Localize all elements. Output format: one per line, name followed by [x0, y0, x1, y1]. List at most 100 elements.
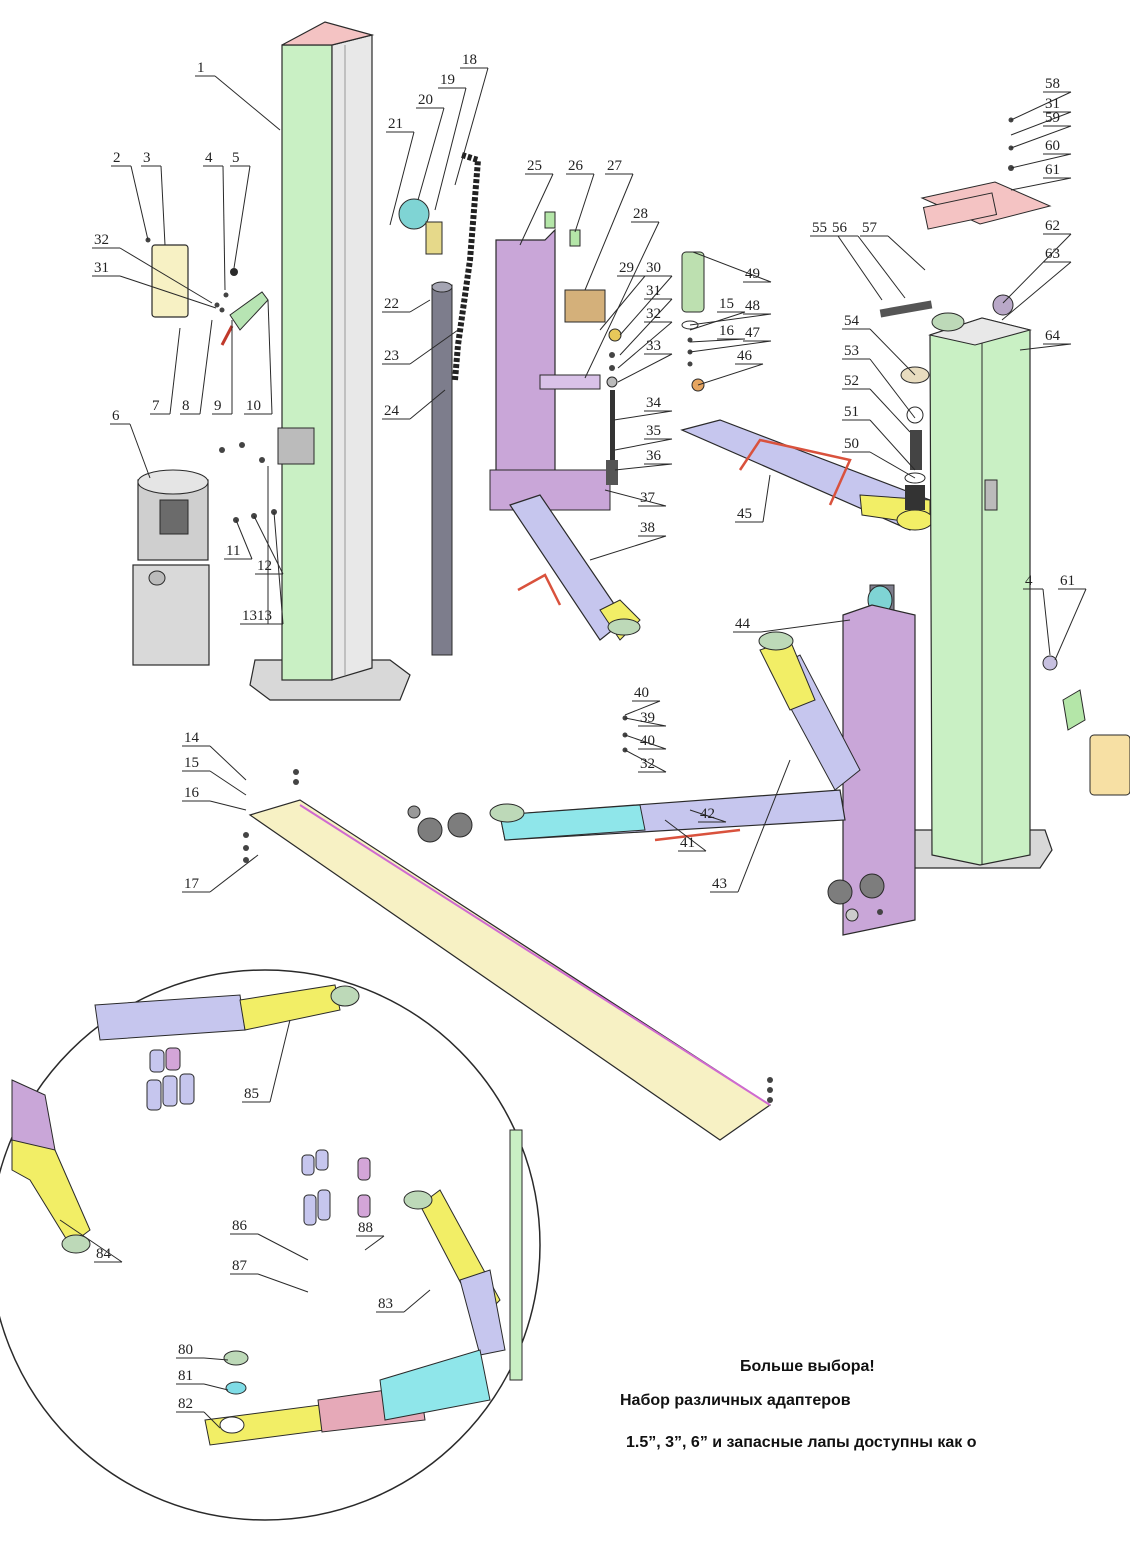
- callout-number: 37: [640, 490, 656, 506]
- adapter-set-text: Набор различных адаптеров: [620, 1392, 851, 1409]
- callout-leader-line: [409, 329, 459, 365]
- callout-number: 29: [619, 260, 634, 276]
- callout-55: 55: [810, 220, 883, 301]
- callout-repeat-32: 32: [624, 749, 667, 773]
- callout-leader-line: [417, 107, 445, 201]
- callout-7: 7: [150, 327, 181, 415]
- arm-42: [758, 631, 861, 791]
- adapter-sizes-text: 1.5”, 3”, 6” и запасные лапы доступны ка…: [626, 1434, 977, 1451]
- callout-50: 50: [842, 436, 916, 479]
- inset-callout-84: 84: [59, 1219, 123, 1263]
- front-arm-38: [509, 494, 641, 641]
- callout-repeat-15: 15: [689, 296, 746, 331]
- callout-leader-line: [737, 759, 791, 893]
- callout-17: 17: [182, 854, 259, 893]
- callout-repeat-61: 61: [1054, 573, 1087, 661]
- callout-repeat-31: 31: [1010, 96, 1072, 136]
- callout-34: 34: [613, 395, 673, 421]
- callout-11: 11: [224, 519, 253, 560]
- arm-41: [489, 789, 846, 842]
- callout-number: 43: [712, 876, 727, 892]
- callout-leader-line: [519, 173, 554, 246]
- callout-leader-line: [1042, 588, 1051, 656]
- callout-leader-line: [604, 489, 667, 507]
- callout-number: 19: [440, 72, 455, 88]
- inset-callout-86: 86: [230, 1218, 309, 1261]
- callout-number: 27: [607, 158, 623, 174]
- callout-22: 22: [382, 296, 431, 313]
- callout-repeat-40: 40: [624, 685, 661, 716]
- callout-60: 60: [1010, 138, 1072, 169]
- callout-21: 21: [386, 116, 415, 226]
- callout-number: 16: [719, 323, 735, 339]
- callout-number: 83: [378, 1296, 393, 1312]
- callout-27: 27: [584, 158, 634, 291]
- callout-number: 51: [844, 404, 859, 420]
- adapter-inset: [0, 969, 541, 1521]
- callout-repeat-16: 16: [689, 323, 746, 343]
- callout-leader-line: [1010, 153, 1072, 169]
- callout-number: 1: [197, 60, 205, 76]
- callout-leader-line: [664, 819, 707, 852]
- callout-38: 38: [589, 520, 667, 561]
- callout-14: 14: [182, 730, 247, 781]
- callout-repeat-31: 31: [92, 260, 217, 309]
- callout-leader-line: [169, 327, 181, 415]
- callout-leader-line: [614, 438, 673, 451]
- inset-callout-87: 87: [230, 1258, 309, 1293]
- callout-leader-line: [624, 734, 667, 750]
- callout-41: 41: [664, 819, 707, 852]
- callout-number: 54: [844, 313, 860, 329]
- callout-leader-line: [364, 1235, 385, 1251]
- callout-leader-line: [59, 1219, 123, 1263]
- callout-leader-line: [409, 389, 446, 420]
- callout-number: 31: [1045, 96, 1060, 112]
- callout-20: 20: [416, 92, 445, 201]
- inset-callout-88: 88: [356, 1220, 385, 1251]
- callout-number: 20: [418, 92, 433, 108]
- callout-leader-line: [214, 75, 281, 131]
- callout-leader-line: [624, 749, 667, 773]
- callout-leader-line: [389, 131, 415, 226]
- callout-leader-line: [574, 173, 595, 233]
- callout-repeat-32: 32: [92, 232, 213, 304]
- callout-leader-line: [619, 275, 673, 336]
- callout-leader-line: [760, 619, 851, 633]
- callout-number: 22: [384, 296, 399, 312]
- callout-52: 52: [842, 373, 911, 433]
- callout-25: 25: [519, 158, 554, 246]
- callout-leader-line: [617, 321, 673, 369]
- callout-leader-line: [273, 511, 284, 625]
- callout-number: 81: [178, 1368, 193, 1384]
- callout-leader-line: [689, 809, 727, 823]
- hydraulic-power-unit: [132, 469, 210, 666]
- callout-24: 24: [382, 389, 446, 420]
- callout-number: 12: [257, 558, 272, 574]
- callout-number: 38: [640, 520, 655, 536]
- callout-number: 24: [384, 403, 400, 419]
- callout-leader-line: [857, 235, 906, 299]
- callout-number: 28: [633, 206, 648, 222]
- callout-number: 44: [735, 616, 751, 632]
- callout-18: 18: [454, 52, 489, 186]
- callout-64: 64: [1019, 328, 1072, 351]
- callout-number: 86: [232, 1218, 248, 1234]
- callout-leader-line: [1002, 233, 1072, 304]
- callout-number: 47: [745, 325, 761, 341]
- callout-leader-line: [689, 311, 746, 331]
- callout-40: 40: [624, 733, 667, 750]
- callout-leader-line: [1019, 343, 1072, 351]
- callout-8: 8: [180, 319, 213, 415]
- callout-leader-line: [235, 519, 253, 560]
- callout-number: 11: [226, 543, 240, 559]
- callout-leader-line: [762, 474, 771, 523]
- callout-number: 56: [832, 220, 848, 236]
- callout-number: 50: [844, 436, 859, 452]
- callout-leader-line: [203, 1357, 229, 1361]
- callout-number: 57: [862, 220, 878, 236]
- callout-number: 34: [646, 395, 662, 411]
- callout-number: 13: [257, 608, 272, 624]
- callout-leader-line: [257, 1273, 309, 1293]
- callout-leader-line: [589, 535, 667, 561]
